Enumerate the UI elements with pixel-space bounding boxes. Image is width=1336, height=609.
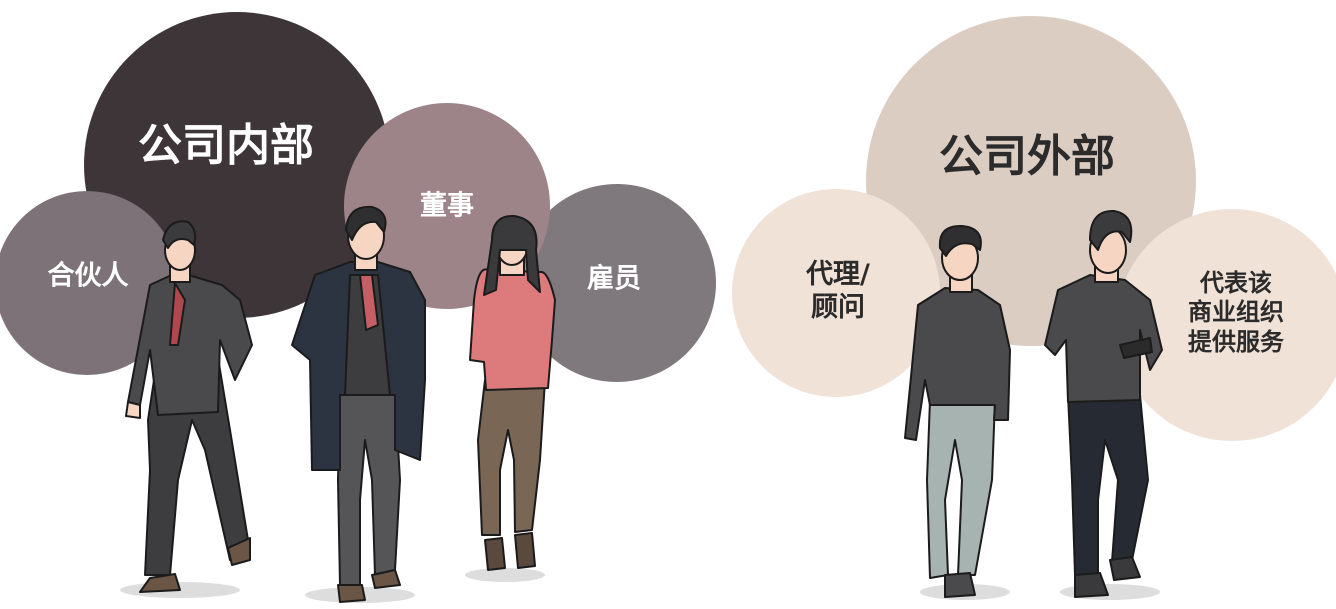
- representative-circle: [1116, 209, 1336, 441]
- ground-shadows: [120, 568, 1160, 603]
- representative-man-figure: [1044, 209, 1163, 598]
- agent-label: 代理/ 顾问: [806, 259, 870, 323]
- director-man-figure: [291, 205, 426, 603]
- consultant-woman-figure: [904, 224, 1011, 598]
- representative-label: 代表该 商业组织 提供服务: [1188, 269, 1284, 356]
- external-title: 公司外部: [939, 131, 1115, 183]
- employee-label: 雇员: [587, 263, 641, 295]
- director-label: 董事: [420, 190, 474, 222]
- employee-circle: [518, 184, 716, 382]
- employee-woman-figure: [469, 214, 556, 571]
- partner-circle: [0, 191, 179, 375]
- partner-label: 合伙人: [47, 260, 129, 292]
- internal-title: 公司内部: [138, 120, 314, 172]
- partner-man-figure: [125, 220, 253, 593]
- agent-circle: [732, 189, 940, 397]
